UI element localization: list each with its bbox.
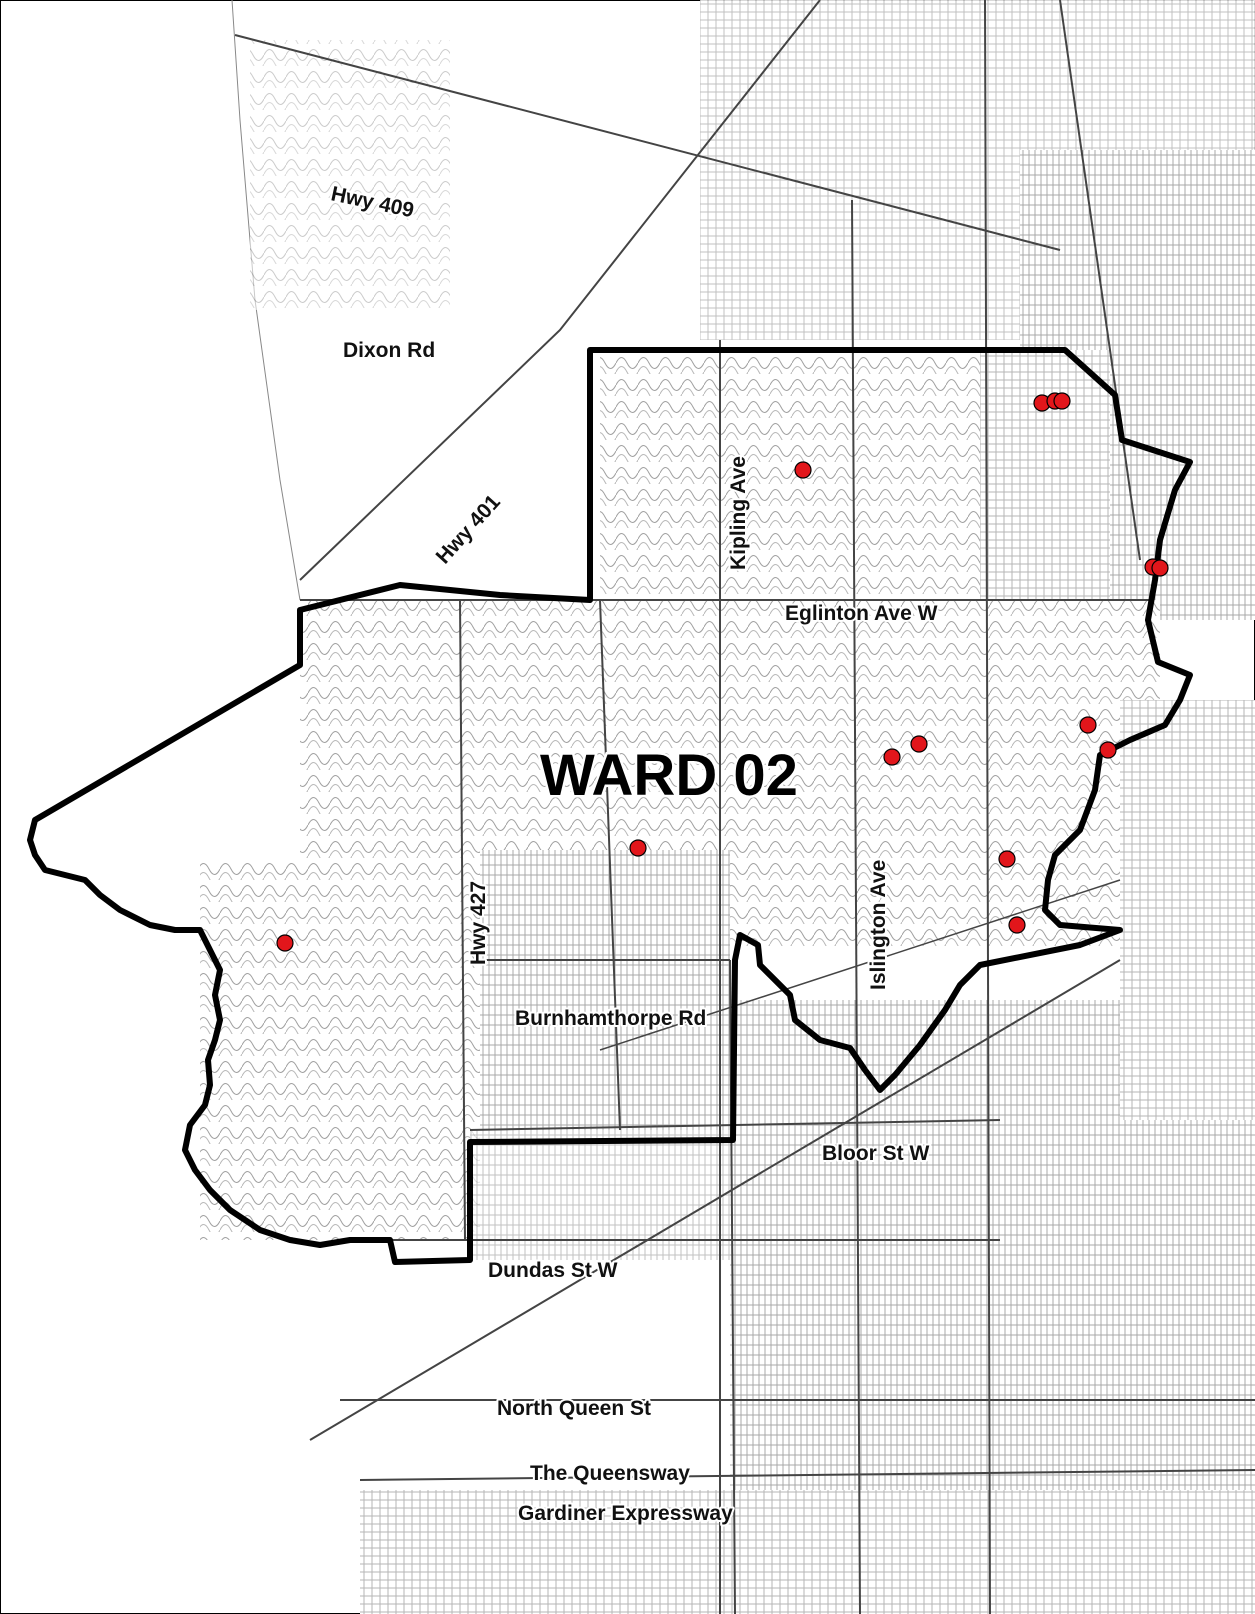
urban-fabric bbox=[200, 0, 1255, 1614]
road-label-kipling: Kipling Ave bbox=[727, 456, 750, 570]
red-circle-marker bbox=[276, 934, 294, 952]
roads bbox=[234, 0, 1255, 1614]
red-circle-marker bbox=[1151, 559, 1169, 577]
road-label-north-queen: North Queen St bbox=[497, 1397, 651, 1420]
road-label-islington: Islington Ave bbox=[867, 860, 890, 990]
ward-title: WARD 02 bbox=[540, 743, 798, 808]
road-label-gardiner: Gardiner Expressway bbox=[518, 1502, 733, 1525]
red-circle-marker bbox=[910, 735, 928, 753]
road-label-bloor: Bloor St W bbox=[822, 1142, 929, 1165]
red-circle-marker bbox=[1079, 716, 1097, 734]
ward-boundary bbox=[27, 347, 1193, 1265]
poi-markers bbox=[276, 392, 1169, 952]
road-label-burnhamthorpe: Burnhamthorpe Rd bbox=[515, 1007, 706, 1030]
road-label-dundas: Dundas St W bbox=[488, 1259, 618, 1282]
red-circle-marker bbox=[629, 839, 647, 857]
road-label-queensway: The Queensway bbox=[530, 1462, 690, 1485]
red-circle-marker bbox=[794, 461, 812, 479]
road-label-hwy427: Hwy 427 bbox=[467, 881, 490, 965]
road-label-eglinton: Eglinton Ave W bbox=[785, 602, 938, 625]
red-circle-marker bbox=[1099, 741, 1117, 759]
road-label-dixon: Dixon Rd bbox=[343, 339, 435, 362]
red-circle-marker bbox=[1053, 392, 1071, 410]
red-circle-marker bbox=[998, 850, 1016, 868]
red-circle-marker bbox=[883, 748, 901, 766]
red-circle-marker bbox=[1008, 916, 1026, 934]
